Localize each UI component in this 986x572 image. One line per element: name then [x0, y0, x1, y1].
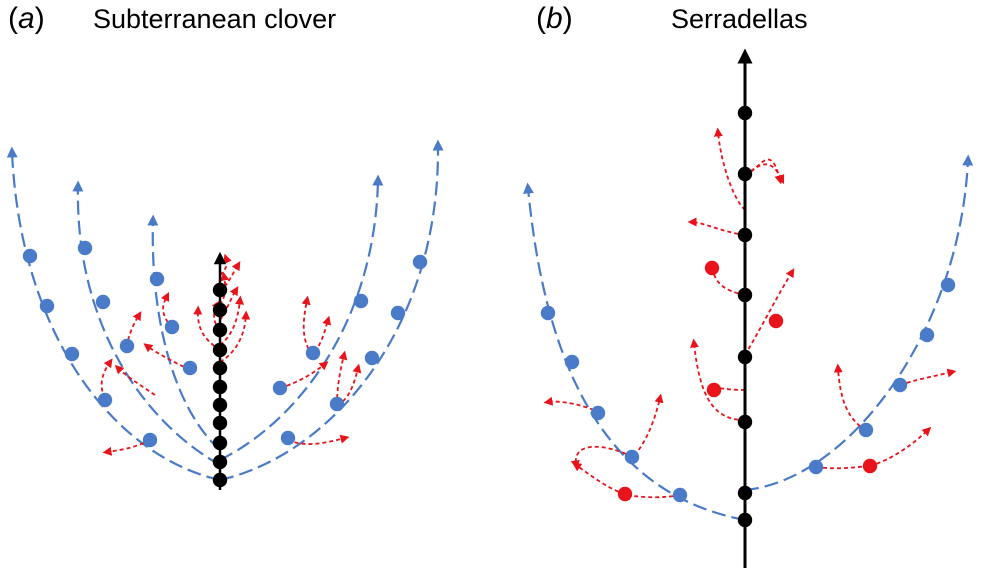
secondary-branch-arrow	[114, 364, 156, 396]
secondary-node	[862, 458, 878, 474]
stem-node	[737, 349, 753, 365]
secondary-branch-arrow	[543, 396, 601, 414]
secondary-branches	[100, 127, 957, 501]
secondary-branch-arrow	[219, 286, 239, 321]
primary-node	[272, 380, 288, 396]
panel-b-title: Serradellas	[671, 4, 808, 34]
primary-node	[305, 345, 321, 361]
primary-branch-line	[72, 180, 221, 466]
secondary-node	[706, 382, 722, 398]
primary-node	[95, 294, 111, 310]
secondary-branch-arrow	[689, 338, 746, 421]
primary-node	[940, 277, 956, 293]
secondary-branch-arrow	[899, 368, 957, 386]
nodes	[22, 105, 956, 528]
secondary-branch-arrow	[570, 445, 633, 470]
primary-node	[412, 254, 428, 270]
stem-node	[212, 472, 228, 488]
secondary-node	[617, 486, 633, 502]
primary-node	[590, 405, 606, 421]
primary-node	[624, 449, 640, 465]
stem-node	[737, 105, 753, 121]
stem-node	[212, 302, 228, 318]
primary-node	[919, 327, 935, 343]
secondary-branch-arrow	[193, 305, 221, 351]
primary-branch-line	[219, 174, 384, 461]
primary-node	[64, 346, 80, 362]
secondary-branch-arrow	[687, 217, 746, 236]
stem-node	[737, 485, 753, 501]
stem-node	[212, 435, 228, 451]
stem-node	[737, 414, 753, 430]
panel-b-label: (b)	[536, 2, 573, 35]
panel-a-title: Subterranean clover	[93, 4, 337, 34]
secondary-branch-arrow	[621, 491, 681, 501]
secondary-branch-arrow	[219, 310, 251, 363]
primary-node	[329, 396, 345, 412]
stem-node	[212, 322, 228, 338]
primary-branch-line	[219, 139, 444, 482]
primary-node	[364, 350, 380, 366]
secondary-branch-arrow	[279, 361, 329, 389]
primary-node	[280, 430, 296, 446]
primary-node	[390, 305, 406, 321]
primary-node	[77, 240, 93, 256]
secondary-branch-arrow	[833, 363, 867, 431]
panel-a-label: (a)	[8, 2, 45, 35]
primary-node	[142, 432, 158, 448]
secondary-node	[704, 260, 720, 276]
primary-node	[858, 422, 874, 438]
stem-node	[737, 166, 753, 182]
secondary-branch-arrow	[744, 163, 785, 185]
stem-node	[212, 415, 228, 431]
stem-node	[212, 360, 228, 376]
secondary-branch-arrow	[301, 295, 313, 356]
secondary-branch-arrow	[219, 253, 232, 276]
primary-node	[672, 487, 688, 503]
primary-node	[97, 392, 113, 408]
primary-branch-line	[523, 182, 746, 522]
stem-node	[212, 379, 228, 395]
secondary-branch-arrow	[219, 295, 245, 346]
primary-node	[119, 338, 135, 354]
primary-node	[540, 305, 556, 321]
secondary-node	[768, 313, 784, 329]
secondary-branch-arrow	[744, 268, 795, 356]
primary-branch-line	[147, 214, 221, 451]
primary-node	[164, 319, 180, 335]
secondary-branch-arrow	[815, 461, 875, 471]
primary-node	[182, 360, 198, 376]
secondary-branch-arrow	[633, 393, 664, 456]
primary-node	[39, 298, 55, 314]
secondary-branch-arrow	[869, 426, 932, 467]
stem-node	[737, 512, 753, 528]
secondary-branch-arrow	[100, 358, 113, 399]
primary-node	[353, 293, 369, 309]
primary-node	[808, 459, 824, 475]
secondary-branch-arrow	[572, 462, 626, 495]
primary-node	[149, 271, 165, 287]
secondary-branch-arrow	[143, 343, 191, 371]
stem-node	[212, 342, 228, 358]
secondary-branch-arrow	[102, 439, 151, 456]
primary-branch-line	[6, 146, 221, 482]
stem-node	[212, 282, 228, 298]
stem-node	[737, 287, 753, 303]
secondary-branch-arrow	[287, 434, 350, 445]
primary-node	[22, 248, 38, 264]
primary-node	[892, 377, 908, 393]
stem-node	[212, 397, 228, 413]
stem-node	[212, 454, 228, 470]
primary-node	[564, 354, 580, 370]
primary-branches	[6, 139, 974, 522]
stem-node	[737, 227, 753, 243]
